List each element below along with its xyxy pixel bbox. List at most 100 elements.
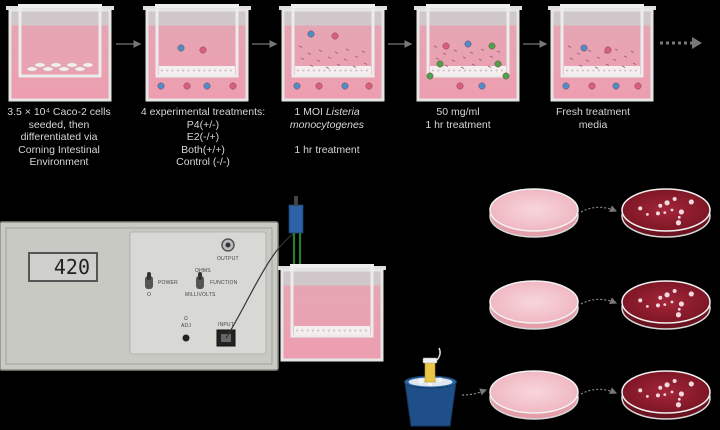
agar-plate-colonies: [621, 370, 711, 420]
colony: [655, 211, 660, 216]
colony: [645, 394, 649, 398]
function-top-label: OHMS: [195, 268, 211, 274]
colony: [664, 292, 670, 298]
transwell: [6, 4, 114, 102]
hormone-molecule: [456, 82, 464, 90]
cell-monolayer: [564, 66, 640, 75]
insert: [290, 266, 374, 338]
bacterium: [354, 55, 359, 58]
hormone-molecule: [315, 82, 323, 90]
power-switch[interactable]: [145, 272, 153, 289]
transwell: [278, 264, 386, 362]
bacterium: [442, 52, 447, 55]
agar-plates: [489, 188, 711, 420]
colony: [655, 393, 660, 398]
bacterium: [316, 59, 321, 62]
voltohmmeter: [0, 221, 279, 371]
output-label: OUTPUT: [217, 256, 239, 262]
hormone-molecule: [293, 82, 301, 90]
bacterium: [587, 49, 592, 52]
bacterium: [345, 48, 350, 51]
colony: [663, 303, 667, 307]
transwell: [414, 4, 522, 102]
colony: [658, 295, 663, 300]
bacterium: [567, 45, 572, 48]
colony: [664, 382, 670, 388]
meter-display: 420: [28, 252, 98, 282]
function-switch[interactable]: [196, 272, 204, 289]
colony: [670, 390, 674, 394]
bacterium: [603, 51, 608, 54]
input-label: INPUT: [218, 322, 234, 328]
hormone-molecule: [203, 82, 211, 90]
caption-step-4: 50 mg/ml 1 hr treatment: [425, 106, 491, 131]
colony: [672, 288, 677, 293]
bacterium: [334, 51, 339, 54]
bacterium: [480, 48, 485, 51]
function-bottom-label: MILLIVOLTS: [185, 292, 216, 298]
bacterium: [585, 59, 590, 62]
colony: [670, 300, 674, 304]
hormone-molecule: [365, 82, 373, 90]
power-off-label: O: [147, 292, 152, 298]
bacterium: [469, 51, 474, 54]
bacterium: [318, 49, 323, 52]
bacterium: [336, 63, 341, 66]
colony: [675, 220, 682, 226]
hormone-molecule: [464, 40, 472, 48]
colony: [655, 303, 660, 308]
adj-symbol: Ω: [184, 316, 188, 322]
insert: [291, 6, 375, 78]
transwell: [548, 4, 656, 102]
plate-arrow: [580, 205, 618, 213]
bacterium: [343, 58, 348, 61]
colony: [677, 397, 681, 401]
insert: [426, 6, 510, 78]
cell-monolayer: [430, 66, 506, 75]
plate-arrow: [580, 387, 618, 395]
bacterium: [298, 45, 303, 48]
colony: [688, 381, 694, 387]
bacterium: [478, 58, 483, 61]
bacterium: [487, 65, 492, 68]
colony: [663, 393, 667, 397]
electrode-handle: [288, 204, 304, 234]
bacterium: [361, 50, 366, 53]
colony: [638, 206, 643, 211]
bacterium: [325, 66, 330, 69]
colony: [638, 388, 643, 393]
colony: [664, 200, 670, 206]
bacterium: [352, 65, 357, 68]
adj-knob[interactable]: [182, 334, 190, 342]
hormone-molecule: [442, 42, 450, 50]
bacterium: [327, 56, 332, 59]
colony: [678, 209, 685, 215]
hormone-molecule: [229, 82, 237, 90]
insert: [560, 6, 644, 78]
bacterium: [462, 56, 467, 59]
colony: [645, 304, 649, 308]
bacterium: [363, 62, 368, 65]
colony: [658, 385, 663, 390]
bacterium: [498, 62, 503, 65]
colony: [672, 196, 677, 201]
hormone-molecule: [612, 82, 620, 90]
colony: [677, 215, 681, 219]
hormone-molecule: [502, 72, 510, 80]
colony: [670, 208, 674, 212]
bacterium: [453, 49, 458, 52]
ice-bucket: [404, 347, 457, 427]
bacterium: [460, 66, 465, 69]
colony: [675, 312, 682, 318]
hormone-molecule: [634, 82, 642, 90]
bacterium: [496, 50, 501, 53]
colony: [663, 211, 667, 215]
hormone-molecule: [604, 46, 612, 54]
hormone-molecule: [488, 42, 496, 50]
bacterium: [623, 55, 628, 58]
transwell: [143, 4, 251, 102]
bacterium: [596, 56, 601, 59]
bacterium: [569, 57, 574, 60]
bacterium: [300, 57, 305, 60]
